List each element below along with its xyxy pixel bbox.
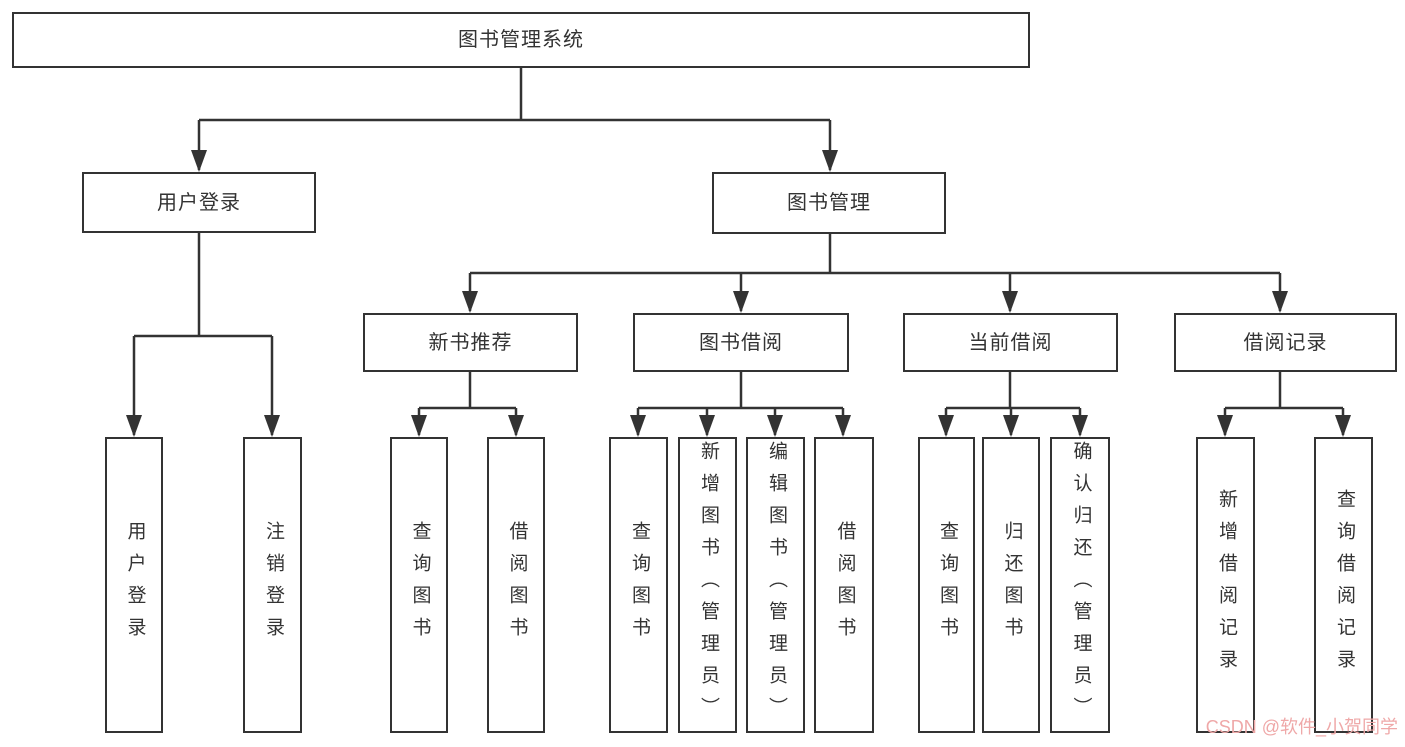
node-label: 新书推荐 — [428, 331, 513, 354]
node-label: 查询图书 — [628, 521, 650, 649]
leaf-borrowing-add-books-admin: 新增图书（管理员） — [678, 437, 737, 733]
node-label: 注销登录 — [262, 521, 284, 649]
node-label: 查询图书 — [936, 521, 958, 649]
node-user-login: 用户登录 — [82, 172, 316, 233]
node-book-borrowing: 图书借阅 — [633, 313, 849, 372]
node-new-book-recommendation: 新书推荐 — [363, 313, 578, 372]
node-borrowing-records: 借阅记录 — [1174, 313, 1397, 372]
node-label: 图书借阅 — [699, 331, 783, 354]
node-book-management: 图书管理 — [712, 172, 946, 234]
node-label: 归还图书 — [1001, 521, 1023, 649]
node-label: 查询借阅记录 — [1333, 489, 1355, 681]
node-label: 编辑图书（管理员） — [765, 441, 787, 729]
node-root-library-system: 图书管理系统 — [12, 12, 1030, 68]
node-label: 借阅图书 — [834, 521, 856, 649]
node-label: 图书管理系统 — [458, 29, 584, 51]
csdn-watermark: CSDN @软件_小贺同学 — [1205, 717, 1398, 737]
node-label: 借阅图书 — [506, 521, 528, 649]
leaf-user-login: 用户登录 — [105, 437, 163, 733]
node-label: 查询图书 — [409, 521, 431, 649]
node-label: 图书管理 — [787, 192, 871, 214]
leaf-logout: 注销登录 — [243, 437, 302, 733]
leaf-borrowing-edit-books-admin: 编辑图书（管理员） — [746, 437, 805, 733]
node-label: 当前借阅 — [968, 331, 1053, 354]
leaf-recommend-query-books: 查询图书 — [390, 437, 448, 733]
node-label: 确认归还（管理员） — [1070, 441, 1092, 729]
leaf-recommend-borrow-books: 借阅图书 — [487, 437, 545, 733]
leaf-records-add-borrow-record: 新增借阅记录 — [1196, 437, 1255, 733]
leaf-current-confirm-return-admin: 确认归还（管理员） — [1050, 437, 1110, 733]
node-label: 用户登录 — [124, 521, 146, 649]
node-label: 借阅记录 — [1243, 331, 1328, 354]
leaf-borrowing-query-books: 查询图书 — [609, 437, 668, 733]
node-label: 用户登录 — [157, 191, 241, 214]
leaf-records-query-borrow-record: 查询借阅记录 — [1314, 437, 1373, 733]
node-current-borrowing: 当前借阅 — [903, 313, 1118, 372]
node-label: 新增借阅记录 — [1215, 489, 1237, 681]
node-label: 新增图书（管理员） — [697, 441, 719, 729]
leaf-current-return-books: 归还图书 — [982, 437, 1040, 733]
leaf-current-query-books: 查询图书 — [918, 437, 975, 733]
leaf-borrowing-borrow-books: 借阅图书 — [814, 437, 874, 733]
